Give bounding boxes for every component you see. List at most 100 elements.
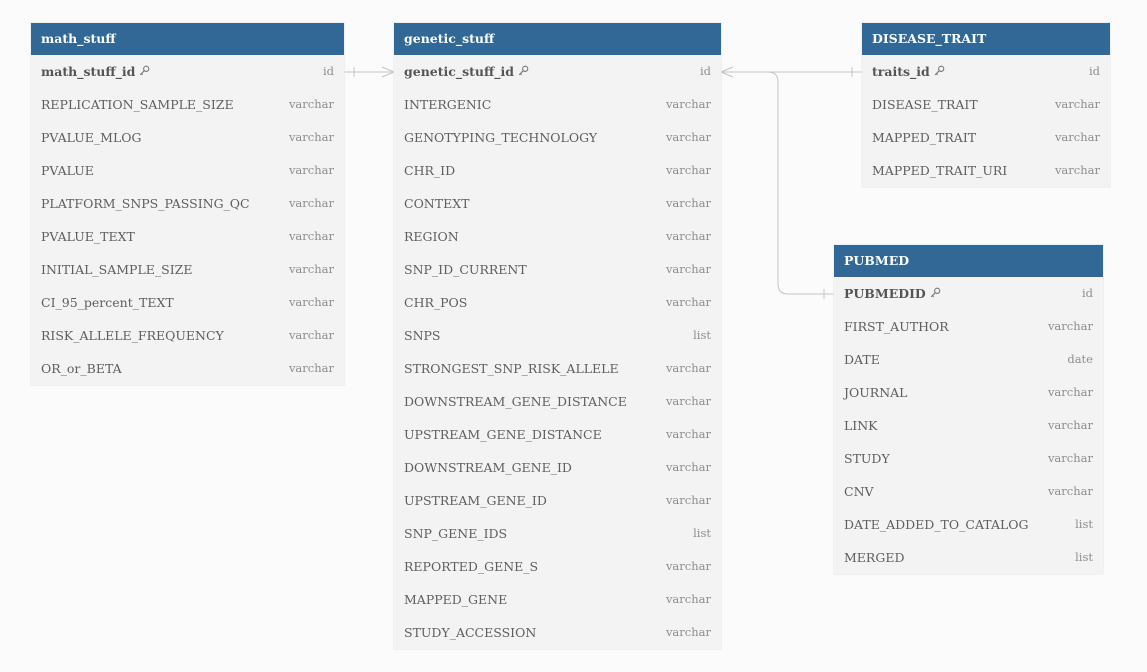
field-name: CNV (844, 484, 874, 499)
table-math-stuff[interactable]: math_stuff math_stuff_id id REPLICATION_… (31, 23, 344, 385)
field-type: varchar (1047, 451, 1093, 465)
field-name: PUBMEDID (844, 286, 926, 301)
table-header-genetic-stuff[interactable]: genetic_stuff (394, 23, 721, 55)
table-genetic-stuff[interactable]: genetic_stuff genetic_stuff_id id INTERG… (394, 23, 721, 649)
field-row[interactable]: CNV varchar (834, 475, 1103, 508)
table-title: math_stuff (41, 31, 116, 46)
field-row-pk[interactable]: math_stuff_id id (31, 55, 344, 88)
field-type: varchar (665, 130, 711, 144)
field-name: UPSTREAM_GENE_DISTANCE (404, 427, 602, 442)
field-type: varchar (288, 262, 334, 276)
field-type: varchar (1047, 484, 1093, 498)
field-type: varchar (288, 328, 334, 342)
field-name: MERGED (844, 550, 905, 565)
field-row[interactable]: MAPPED_TRAIT_URI varchar (862, 154, 1110, 187)
field-row[interactable]: PVALUE_MLOG varchar (31, 121, 344, 154)
relation-math-genetic (344, 66, 395, 78)
field-type: varchar (665, 625, 711, 639)
field-row[interactable]: INITIAL_SAMPLE_SIZE varchar (31, 253, 344, 286)
field-name: CI_95_percent_TEXT (41, 295, 174, 310)
field-name: math_stuff_id (41, 64, 136, 79)
field-row-pk[interactable]: traits_id id (862, 55, 1110, 88)
relation-genetic-pubmed (733, 71, 834, 299)
field-row-pk[interactable]: genetic_stuff_id id (394, 55, 721, 88)
field-type: varchar (665, 592, 711, 606)
field-name: LINK (844, 418, 878, 433)
field-row-pk[interactable]: PUBMEDID id (834, 277, 1103, 310)
field-type: varchar (665, 394, 711, 408)
field-row[interactable]: DATE_ADDED_TO_CATALOG list (834, 508, 1103, 541)
field-type: varchar (665, 163, 711, 177)
field-name: MAPPED_GENE (404, 592, 508, 607)
field-name: INITIAL_SAMPLE_SIZE (41, 262, 193, 277)
table-title: genetic_stuff (404, 31, 495, 46)
field-type: id (1088, 64, 1100, 78)
field-type: list (1075, 517, 1093, 531)
field-name: PVALUE_MLOG (41, 130, 142, 145)
field-type: varchar (1054, 130, 1100, 144)
field-row[interactable]: MAPPED_GENE varchar (394, 583, 721, 616)
table-header-math-stuff[interactable]: math_stuff (31, 23, 344, 55)
field-name: DATE_ADDED_TO_CATALOG (844, 517, 1029, 532)
field-row[interactable]: CHR_ID varchar (394, 154, 721, 187)
field-row[interactable]: RISK_ALLELE_FREQUENCY varchar (31, 319, 344, 352)
field-type: date (1067, 352, 1093, 366)
table-title: DISEASE_TRAIT (872, 31, 987, 46)
field-type: varchar (1054, 163, 1100, 177)
field-name: PLATFORM_SNPS_PASSING_QC (41, 196, 250, 211)
field-row[interactable]: DOWNSTREAM_GENE_DISTANCE varchar (394, 385, 721, 418)
field-type: varchar (1047, 319, 1093, 333)
table-header-pubmed[interactable]: PUBMED (834, 245, 1103, 277)
field-name: REPLICATION_SAMPLE_SIZE (41, 97, 234, 112)
table-header-disease-trait[interactable]: DISEASE_TRAIT (862, 23, 1110, 55)
field-name: UPSTREAM_GENE_ID (404, 493, 547, 508)
field-type: varchar (665, 295, 711, 309)
table-title: PUBMED (844, 253, 910, 268)
field-name: DOWNSTREAM_GENE_DISTANCE (404, 394, 627, 409)
field-type: id (322, 64, 334, 78)
key-icon (934, 55, 945, 88)
field-name: SNP_GENE_IDS (404, 526, 508, 541)
field-name: STRONGEST_SNP_RISK_ALLELE (404, 361, 619, 376)
field-name: CHR_ID (404, 163, 456, 178)
field-type: varchar (665, 229, 711, 243)
field-name: REPORTED_GENE_S (404, 559, 539, 574)
key-icon (930, 277, 941, 310)
field-name: genetic_stuff_id (404, 64, 515, 79)
field-name: MAPPED_TRAIT_URI (872, 163, 1008, 178)
field-name: RISK_ALLELE_FREQUENCY (41, 328, 224, 343)
field-type: varchar (665, 196, 711, 210)
field-type: varchar (288, 130, 334, 144)
table-disease-trait[interactable]: DISEASE_TRAIT traits_id id DISEASE_TRAIT… (862, 23, 1110, 187)
field-type: list (693, 328, 711, 342)
